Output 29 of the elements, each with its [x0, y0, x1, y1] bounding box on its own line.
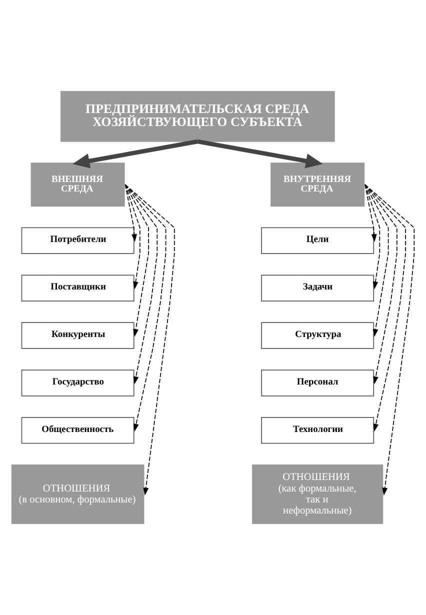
node-box: Общественность	[21, 417, 134, 444]
arrow	[124, 184, 166, 432]
arrow	[197, 139, 323, 168]
node-box: Задачи	[261, 274, 374, 302]
arrow	[364, 184, 377, 242]
node-box: ВНУТРЕННЯЯ СРЕДА	[270, 162, 365, 207]
node-box: ОТНОШЕНИЯ (в основном, формальные)	[11, 464, 144, 524]
arrow	[124, 184, 149, 337]
arrow	[124, 184, 175, 496]
node-box: ОТНОШЕНИЯ (как формальные, так и неформальные)	[252, 464, 384, 524]
arrow	[364, 184, 398, 384]
node-box: Конкуренты	[21, 322, 134, 349]
node-box: Структура	[261, 322, 374, 349]
arrow	[124, 184, 140, 290]
arrow	[124, 184, 138, 242]
arrow	[72, 139, 198, 168]
node-box: ВНЕШНЯЯ СРЕДА	[30, 162, 125, 207]
node-box: Технологии	[261, 417, 374, 444]
node-box: Поставщики	[21, 274, 134, 302]
node-box: Цели	[261, 227, 374, 254]
node-box: Потребители	[21, 227, 134, 254]
node-box: ПРЕДПРИНИМАТЕЛЬСКАЯ СРЕДА ХОЗЯЙСТВУЮЩЕГО СУБЪЕКТА	[60, 91, 335, 142]
arrow	[364, 184, 406, 432]
arrow	[364, 184, 415, 496]
arrow	[124, 184, 158, 384]
arrow	[364, 184, 389, 337]
arrow	[364, 184, 380, 290]
node-box: Государство	[21, 370, 134, 396]
node-box: Персонал	[261, 370, 374, 396]
